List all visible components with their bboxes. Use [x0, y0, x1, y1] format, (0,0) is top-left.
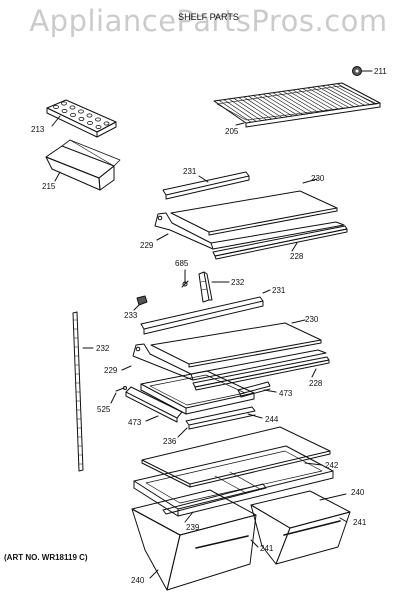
callout-shelf-clip: 233 [124, 311, 138, 320]
callout-glass-shelf-lower: 230 [305, 315, 319, 324]
crisper-cover-glass-part [141, 426, 331, 488]
art-number: (ART NO. WR18119 C) [4, 553, 88, 562]
callout-shelf-bracket: 232 [231, 278, 245, 287]
callout-shelf-ladder: 232 [96, 344, 110, 353]
callout-egg-tray: 213 [31, 125, 45, 134]
shelf-stop-part [352, 66, 373, 76]
callout-shelf-rail-upper: 228 [290, 252, 304, 261]
shelf-trim-lower-part [140, 289, 271, 335]
callout-crisper-pan-left: 240 [131, 576, 145, 585]
crisper-pan-left-part [131, 489, 259, 591]
diagram-title: SHELF PARTS [178, 12, 239, 22]
door-bin-part [45, 139, 121, 191]
shelf-frame-lower-part [121, 343, 327, 381]
callout-slide-support: 236 [163, 437, 177, 446]
callout-door-bin: 215 [42, 182, 56, 191]
callout-shelf-stop: 211 [374, 67, 387, 76]
callout-drawer-cover-frame: 244 [265, 415, 279, 424]
slide-support-part [177, 406, 256, 438]
shelf-trim-upper-part [162, 171, 250, 200]
part-labels: 211 205 213 215 231 230 229 228 685 232 231 233 230 2… [31, 67, 387, 585]
callout-glass-shelf-upper: 230 [311, 174, 325, 183]
drawer-slide-left-part [125, 386, 183, 423]
callout-shelf-frame-upper: 229 [140, 241, 154, 250]
callout-crisper-pan-right: 240 [351, 488, 365, 497]
callout-shelf-rail-lower: 228 [309, 379, 323, 388]
callout-shelf-trim-lower: 231 [272, 286, 286, 295]
pan-rail-part [162, 483, 267, 523]
shelf-bracket-part [198, 271, 230, 303]
shelf-clip-part [133, 295, 148, 311]
shelf-frame-upper-part [154, 212, 345, 250]
callout-screw: 685 [175, 259, 189, 268]
screw-part [181, 269, 189, 288]
callout-drawer-slide-left: 473 [128, 418, 142, 427]
wire-shelf-part [213, 82, 381, 128]
callout-pan-rail: 239 [186, 523, 200, 532]
callout-crisper-cover-glass: 242 [325, 461, 339, 470]
pin-part [110, 386, 127, 404]
shelf-rail-lower-part [192, 356, 330, 391]
callout-drawer-slide-right: 473 [279, 389, 293, 398]
drawer-cover-frame-part [140, 370, 263, 419]
callout-shelf-frame-lower: 229 [104, 366, 118, 375]
shelf-rail-upper-part [212, 225, 348, 260]
callout-pan-handle-right: 241 [353, 518, 367, 527]
glass-shelf-lower-part [150, 319, 322, 368]
callout-wire-shelf: 205 [225, 127, 239, 136]
shelf-ladder-part [72, 311, 94, 472]
drawer-slide-right-part [237, 381, 277, 398]
callout-pin: 525 [97, 405, 111, 414]
egg-tray-part [46, 99, 117, 138]
crisper-cover-frame-part [133, 445, 334, 517]
crisper-pan-right-part [250, 490, 351, 565]
callout-pan-handle-left: 241 [260, 544, 274, 553]
glass-shelf-upper-part [170, 178, 338, 236]
callout-shelf-trim-upper: 231 [183, 167, 197, 176]
